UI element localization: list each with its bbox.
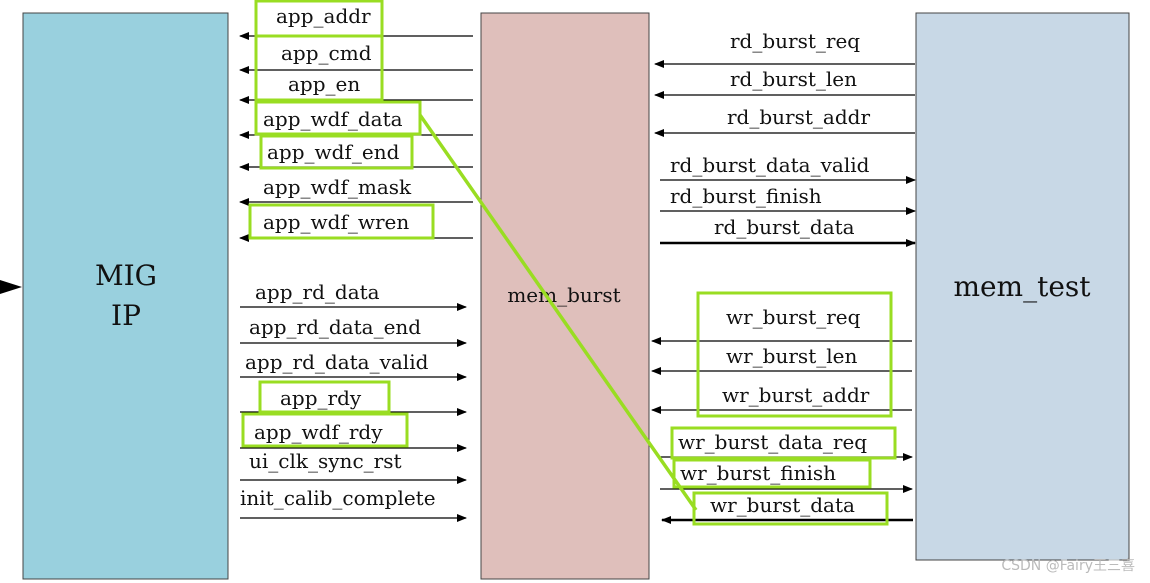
signal-label: ui_clk_sync_rst [249,449,402,473]
mig-ip-label-line2: IP [111,299,141,332]
signal-label: rd_burst_req [730,29,860,53]
highlight-box [248,203,435,240]
highlight-box [254,34,384,102]
highlight-box [672,458,872,489]
signal-label: init_calib_complete [240,486,436,510]
signal-label: app_cmd [281,41,372,65]
connection-line [418,113,698,512]
signal-label: app_wdf_data [263,107,403,131]
mem-burst-block [480,12,650,580]
mig-side-signals: app_addr app_cmd app_en app_wdf_data app… [239,0,473,522]
mem-test-block [915,12,1130,561]
signal-label: app_wdf_rdy [254,420,383,444]
signal-label: wr_burst_len [726,344,857,368]
signal-label: app_wdf_wren [263,210,409,234]
signal-label: rd_burst_data [714,215,855,239]
watermark: CSDN @Fairy王三喜 [1001,558,1135,574]
external-input-arrow [0,280,22,294]
signal-label: wr_burst_req [726,305,861,329]
signal-label: wr_burst_finish [680,461,836,485]
signal-label: app_rd_data_valid [245,350,429,374]
highlight-box [670,426,897,460]
signal-label: app_rdy [280,386,362,410]
signal-label: wr_burst_data [710,493,855,517]
signal-label: wr_burst_addr [722,383,870,407]
signal-label: rd_burst_len [730,67,857,91]
signal-label: rd_burst_finish [670,184,822,208]
signal-label: app_wdf_mask [263,175,412,199]
mig-ip-block [22,12,229,580]
mem-test-label: mem_test [953,270,1091,303]
signal-label: app_wdf_end [267,140,400,164]
highlight-box [259,134,414,170]
signal-label: rd_burst_data_valid [670,153,870,177]
highlight-box [258,380,391,414]
highlight-box [241,412,409,448]
signal-label: wr_burst_data_req [678,430,867,454]
signal-label: app_en [288,72,360,96]
mig-ip-label-line1: MIG [95,259,157,292]
signal-label: rd_burst_addr [727,105,870,129]
test-side-signals: rd_burst_req rd_burst_len rd_burst_addr … [651,29,916,526]
signal-label: app_rd_data_end [249,315,421,339]
signal-label: app_addr [276,4,371,28]
highlight-box [696,291,893,418]
mem-burst-label: mem_burst [507,283,620,307]
signal-label: app_rd_data [255,280,380,304]
